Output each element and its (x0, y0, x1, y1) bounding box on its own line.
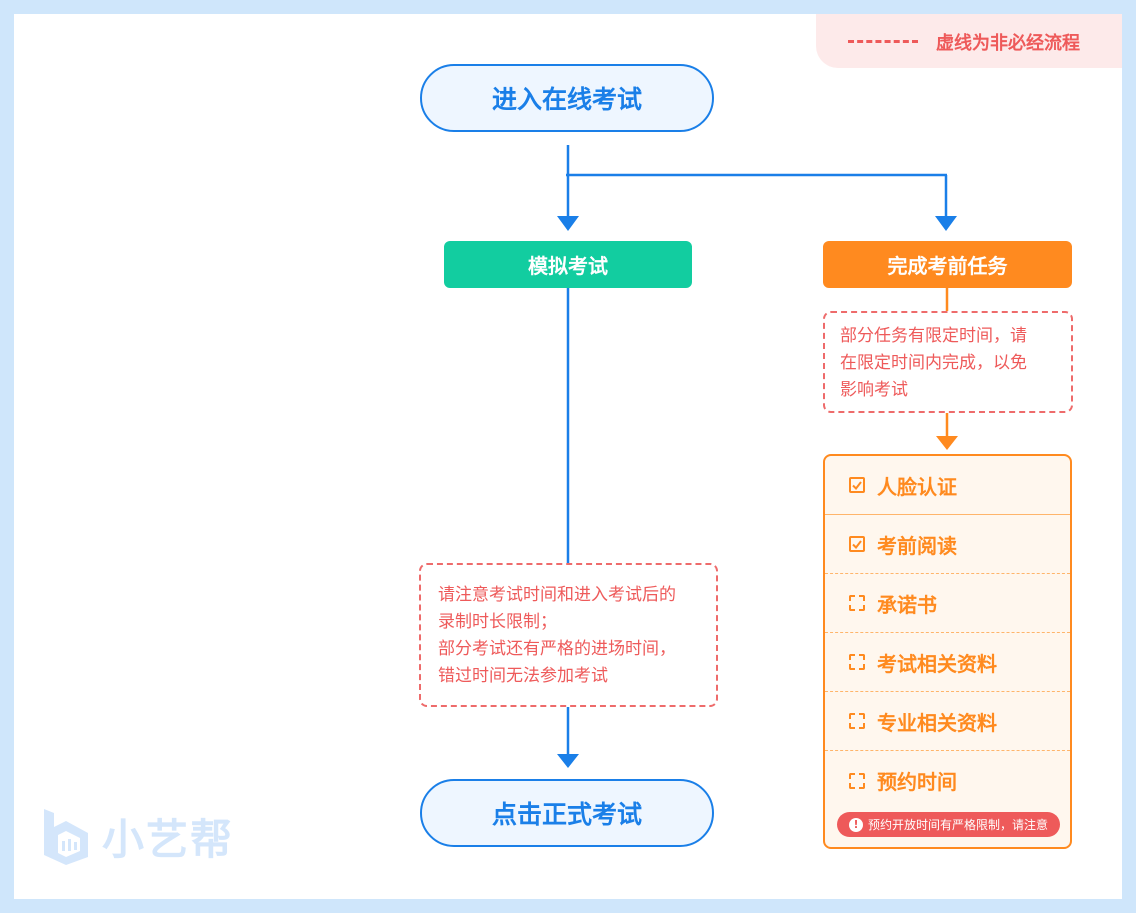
task-checklist: 人脸认证 考前阅读 承诺书 考试相关资料 专业相关资料 预约时间 ! 预约开放时… (823, 454, 1072, 849)
checkbox-checked-icon (849, 536, 865, 552)
node-start: 进入在线考试 (420, 64, 714, 132)
legend: 虚线为非必经流程 (816, 14, 1122, 68)
legend-text: 虚线为非必经流程 (936, 33, 1080, 54)
checkbox-unchecked-icon (849, 654, 865, 670)
checklist-item-label: 考前阅读 (877, 533, 957, 558)
legend-dashed-line (848, 40, 918, 43)
checklist-item[interactable]: 专业相关资料 (825, 692, 1070, 751)
checkbox-unchecked-icon (849, 595, 865, 611)
mock-note-line: 录制时长限制； (438, 612, 557, 632)
node-mock-exam: 模拟考试 (444, 241, 692, 288)
exclamation-icon: ! (848, 817, 863, 832)
mock-note-line: 部分考试还有严格的进场时间， (438, 639, 676, 659)
tasks-note-line: 影响考试 (840, 380, 908, 400)
checklist-item-label: 专业相关资料 (877, 710, 997, 735)
checklist-item[interactable]: 承诺书 (825, 574, 1070, 633)
node-formal-exam[interactable]: 点击正式考试 (420, 779, 714, 847)
tasks-note-line: 在限定时间内完成，以免 (840, 353, 1027, 373)
warning-text: 预约开放时间有严格限制，请注意 (867, 818, 1048, 832)
warning-badge: ! 预约开放时间有严格限制，请注意 (837, 812, 1060, 837)
checklist-item[interactable]: 人脸认证 (825, 456, 1070, 515)
mock-note-line: 请注意考试时间和进入考试后的 (438, 585, 676, 605)
node-pre-exam-tasks: 完成考前任务 (823, 241, 1072, 288)
logo: 小艺帮 (40, 805, 234, 867)
checklist-item[interactable]: 考试相关资料 (825, 633, 1070, 692)
tasks-note: 部分任务有限定时间，请 在限定时间内完成，以免 影响考试 (823, 311, 1073, 413)
checklist-item-label: 承诺书 (877, 592, 937, 617)
mock-note-line: 错过时间无法参加考试 (438, 666, 608, 686)
checklist-item[interactable]: 预约时间 (825, 751, 1070, 810)
checkbox-unchecked-icon (849, 772, 865, 789)
checkbox-unchecked-icon (849, 713, 865, 729)
logo-icon (44, 809, 88, 865)
checkbox-checked-icon (849, 477, 865, 493)
mock-exam-note: 请注意考试时间和进入考试后的 录制时长限制； 部分考试还有严格的进场时间， 错过… (419, 563, 718, 707)
checklist-item-label: 人脸认证 (877, 474, 957, 499)
tasks-note-line: 部分任务有限定时间，请 (840, 326, 1027, 346)
checklist-item-label: 预约时间 (877, 770, 957, 794)
checklist-item[interactable]: 考前阅读 (825, 515, 1070, 574)
logo-text: 小艺帮 (102, 814, 235, 864)
checklist-item-label: 考试相关资料 (877, 651, 997, 676)
